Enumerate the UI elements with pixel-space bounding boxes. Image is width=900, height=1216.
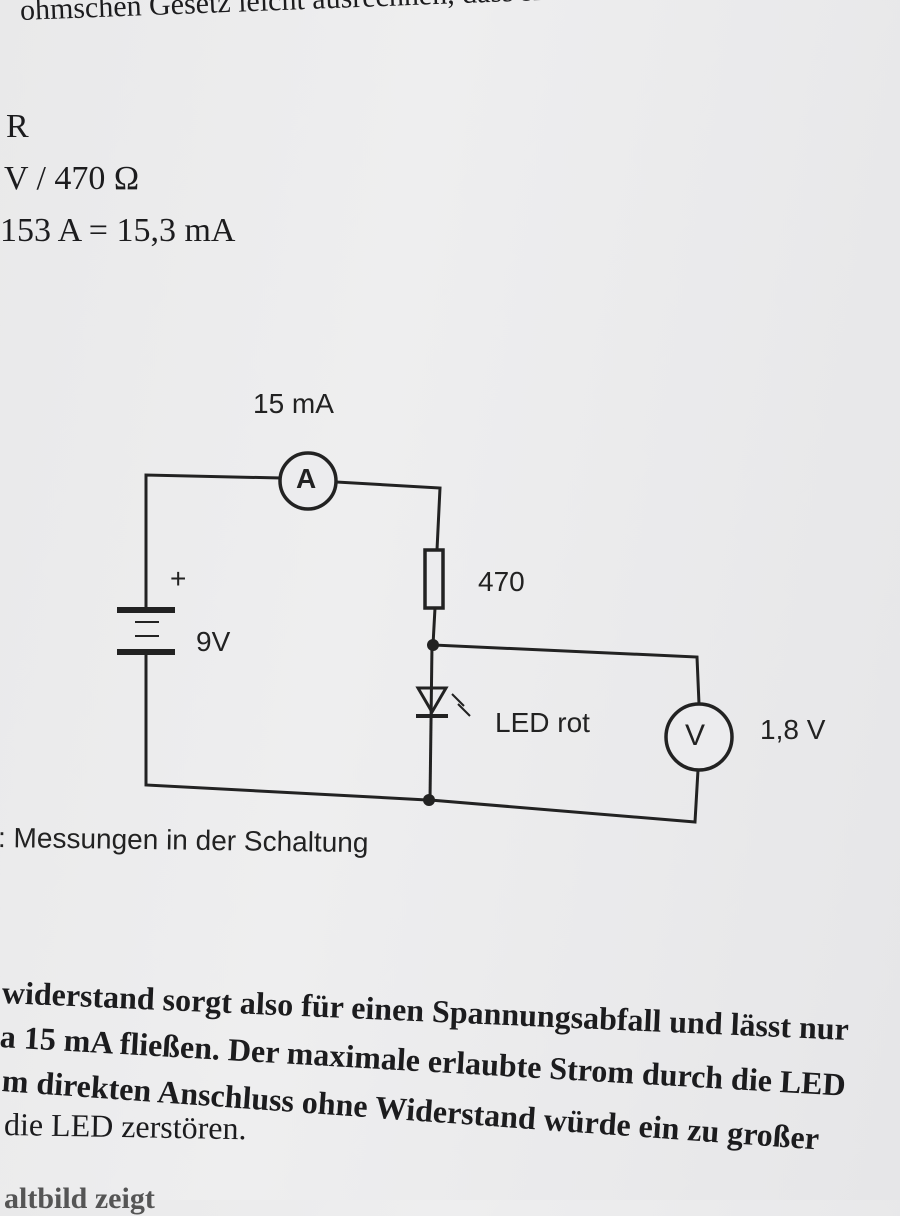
plus-sign: + bbox=[170, 563, 187, 594]
wire-top-left bbox=[144, 473, 282, 587]
resistor-symbol bbox=[423, 548, 445, 610]
voltage-label: 1,8 V bbox=[760, 714, 826, 745]
junction-dot-top bbox=[427, 639, 439, 651]
wire-resistor-led bbox=[431, 606, 437, 647]
current-label: 15 mA bbox=[253, 388, 334, 419]
led-symbol bbox=[415, 686, 471, 718]
voltmeter-letter: V bbox=[685, 719, 706, 752]
formula-line-3: 153 A = 15,3 mA bbox=[0, 212, 236, 249]
battery-symbol bbox=[117, 583, 175, 665]
wire-led-bottom bbox=[428, 643, 434, 802]
voltmeter-symbol bbox=[664, 702, 734, 772]
battery-label: 9V bbox=[196, 626, 231, 657]
led-label: LED rot bbox=[495, 707, 590, 738]
bottom-text-line: altbild zeigt bbox=[4, 1182, 155, 1215]
formula-line-1: R bbox=[6, 108, 29, 145]
resistor-label: 470 bbox=[478, 566, 525, 597]
paragraph-line-4: die LED zerstören. bbox=[3, 1106, 247, 1147]
wire-left-bottom bbox=[144, 661, 430, 802]
junction-dot-bottom bbox=[423, 794, 435, 806]
ammeter-symbol bbox=[278, 451, 338, 511]
wire-top-right bbox=[334, 480, 442, 552]
figure-caption: : Messungen in der Schaltung bbox=[0, 822, 369, 859]
wire-bottom-right bbox=[428, 768, 700, 824]
wire-to-voltmeter bbox=[431, 643, 701, 706]
formula-line-2: V / 470 Ω bbox=[4, 160, 140, 197]
ammeter-letter: A bbox=[296, 463, 317, 494]
